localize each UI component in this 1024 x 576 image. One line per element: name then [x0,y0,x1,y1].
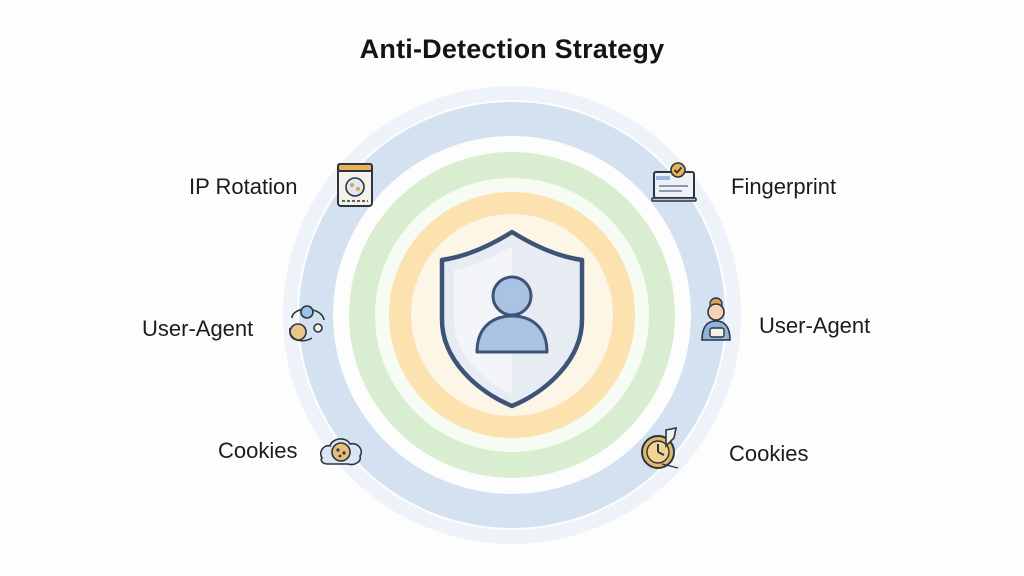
person-icon [701,297,731,341]
cookie-cloud-icon [319,438,363,466]
label-user-agent-left: User-Agent [142,316,254,341]
diagram-title: Anti-Detection Strategy [359,34,665,64]
clock-pen-icon [641,426,679,469]
label-ip-rotation: IP Rotation [189,174,298,199]
robot-icon [289,305,325,342]
outer-halo [283,86,741,544]
label-cookies-right: Cookies [729,441,809,466]
label-cookies-left: Cookies [218,438,298,463]
monitor-check-icon [651,162,697,202]
browser-window-icon [337,163,373,207]
label-fingerprint: Fingerprint [731,174,837,199]
label-user-agent-right: User-Agent [759,313,871,338]
shield-user-icon [439,229,585,409]
